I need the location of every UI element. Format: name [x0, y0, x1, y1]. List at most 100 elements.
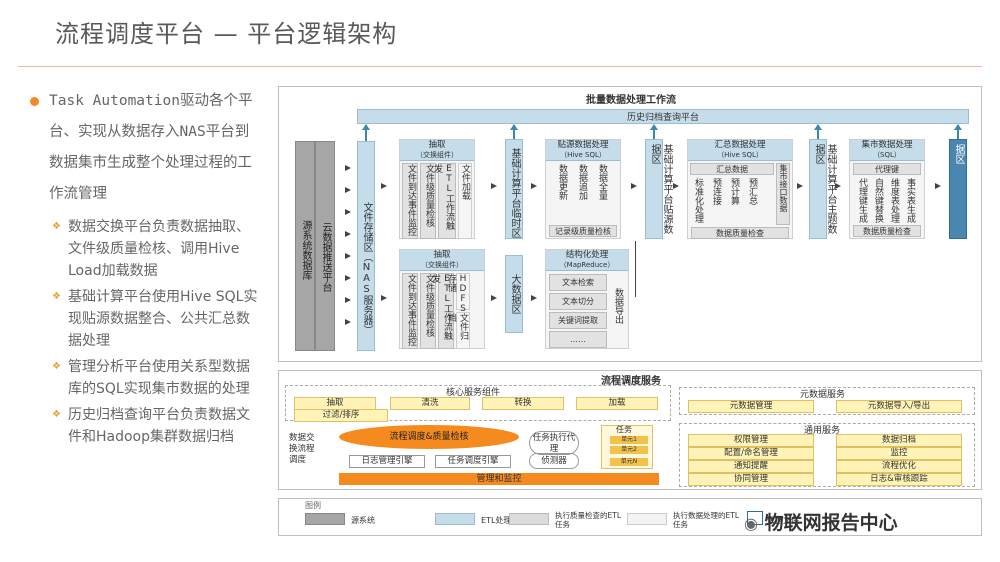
bullet-dot-icon: [30, 97, 39, 106]
mart-box: 集市数据处理（SQL） 代理键 代理键生成 自然键替换 维度表处理 事实表生成 …: [849, 139, 925, 239]
extract-1-col: 文件到达事件监控: [402, 163, 418, 239]
topic-area-label: 基础计算平台主题数据区: [813, 144, 836, 234]
arrow-right-icon: [345, 231, 351, 237]
sub-bullet-text: 历史归档查询平台负责数据文件和Hadoop集群数据归档: [68, 407, 250, 445]
up-arrow-icon: [954, 124, 962, 139]
arrow-right-icon: [935, 183, 941, 189]
struct-side: 数据导出: [613, 288, 623, 324]
legend-swatch: [627, 513, 667, 525]
core-item: 加载: [576, 397, 658, 410]
tasks-box: 任务 单元1 单元2 单元N: [601, 425, 653, 469]
exec-agent: 任务执行代理: [529, 431, 579, 455]
batch-title: 批量数据处理工作流: [586, 95, 676, 106]
legend-label: 执行质量检查的ETL任务: [555, 511, 621, 529]
nas-label: 文件存储区（NAS服务器）: [361, 202, 372, 335]
mart-foot: 数据质量检查: [853, 225, 921, 237]
arrow-right-icon: [381, 295, 387, 301]
sub-bullet: ❖基础计算平台使用Hive SQL实现贴源数据整合、公共汇总数据处理: [52, 286, 260, 352]
legend-swatch: [509, 513, 549, 525]
batch-workflow-panel: 批量数据处理工作流 历史归档查询平台 源系统数据库 云数据推送平台 文件存储区（…: [278, 86, 982, 362]
struct-box: 结构化处理（MapReduce） 文本检索 文本切分 关键词提取 …… 数据导出: [545, 249, 629, 349]
meta-title: 元数据服务: [800, 390, 846, 400]
common-item: 数据归档: [836, 434, 962, 447]
task-engine: 任务调度引擎: [435, 455, 511, 468]
sched-title: 流程调度服务: [601, 376, 661, 387]
summary-col: 预计算: [729, 178, 739, 205]
legend-label: ETL处理流程: [481, 516, 528, 525]
common-item: 流程优化: [836, 460, 962, 473]
extract-2-col: HDFS存储: [446, 273, 470, 314]
core-item: 过滤/排序: [294, 409, 388, 422]
summary-top: 汇总数据: [690, 163, 774, 175]
extract-1-head: 抽取（交换组件）: [400, 140, 474, 161]
up-arrow-icon: [510, 124, 518, 139]
legend: 图例 源系统 ETL处理流程 执行质量检查的ETL任务 执行数据处理的ETL任务…: [278, 498, 982, 536]
task-unit: 单元N: [610, 458, 648, 466]
mart-data-area: 管理分析平台集市数据区: [949, 139, 976, 239]
summary-col: 预连接: [711, 178, 721, 205]
diamond-icon: ❖: [52, 221, 61, 232]
bigdata-label: 大数据区: [509, 274, 520, 314]
bigdata-area: 大数据区: [505, 255, 523, 333]
arrow-right-icon: [531, 295, 537, 301]
common-item: 日志&审核跟踪: [836, 473, 962, 486]
paste-col: 数据更新: [557, 164, 567, 200]
extract-1-col: ETL工作流触发: [432, 163, 456, 239]
task-unit: 单元2: [610, 446, 648, 454]
title-divider: [18, 66, 982, 67]
meta-item: 元数据管理: [688, 400, 814, 413]
summary-side: 集市接口数据: [776, 163, 790, 225]
extract-2-col: 文件级质量检核: [420, 273, 436, 349]
sub-bullet: ❖管理分析平台使用关系型数据库的SQL实现集市数据的处理: [52, 356, 260, 400]
arrow-right-icon: [797, 183, 803, 189]
arrow-right-icon: [631, 183, 637, 189]
extract-2-head: 抽取（交换组件）: [400, 250, 484, 271]
diamond-icon: ❖: [52, 291, 61, 302]
archive-bar: 历史归档查询平台: [357, 109, 969, 124]
source-db-label: 源系统数据库: [300, 220, 311, 280]
watermark: ◉ 物联网报告中心: [744, 508, 898, 535]
common-item: 配置/命名管理: [688, 447, 814, 460]
legend-label: 执行数据处理的ETL任务: [673, 511, 739, 529]
common-item: 通知提醒: [688, 460, 814, 473]
arrow-right-icon: [345, 297, 351, 303]
meta-services: 元数据服务 元数据管理 元数据导入/导出: [679, 387, 975, 415]
page-title: 流程调度平台 — 平台逻辑架构: [55, 20, 398, 48]
legend-swatch: [305, 513, 345, 525]
mgmt-bar: 管理和监控: [339, 473, 659, 485]
mart-data-area-label: 管理分析平台集市数据区: [953, 144, 976, 234]
mart-col: 维度表处理: [889, 178, 899, 223]
struct-item: 关键词提取: [549, 312, 607, 329]
arrow-right-icon: [345, 319, 351, 325]
mart-col: 事实表生成: [905, 178, 915, 223]
summary-col: 预汇总: [747, 178, 757, 205]
legend-title: 图例: [305, 501, 321, 510]
nas-store: 文件存储区（NAS服务器）: [357, 141, 375, 351]
legend-label: 源系统: [351, 516, 375, 525]
struct-head: 结构化处理（MapReduce）: [546, 250, 628, 271]
connector-line: [635, 241, 636, 297]
paste-col: 数据追加: [577, 164, 587, 200]
common-services: 通用服务 权限管理 数据归档 配置/命名管理 监控 通知提醒 流程优化 协同管理…: [679, 423, 975, 487]
cloud-push-label: 云数据推送平台: [320, 222, 331, 292]
arrow-right-icon: [491, 183, 497, 189]
cloud-push: 云数据推送平台: [315, 141, 335, 351]
struct-item: ……: [549, 331, 607, 348]
diamond-icon: ❖: [52, 361, 61, 372]
sub-bullet: ❖历史归档查询平台负责数据文件和Hadoop集群数据归档: [52, 404, 260, 448]
extract-2-col: ETL工作流触发: [430, 273, 454, 349]
legend-swatch: [435, 513, 475, 525]
temp-area: 基础计算平台临时区: [505, 139, 523, 239]
arrow-right-icon: [345, 275, 351, 281]
exchange-sched-label: 数据交换流程调度: [289, 433, 315, 465]
core-item: 转换: [482, 397, 564, 410]
arrow-right-icon: [345, 253, 351, 259]
source-data-area-label: 基础计算平台贴源数据区: [649, 144, 672, 234]
lead-text: Task Automation驱动各个平台、实现从数据存入NAS平台到数据集市生…: [49, 93, 253, 202]
summary-head: 汇总数据处理（Hive SQL）: [688, 140, 792, 161]
mart-col: 代理键生成: [857, 178, 867, 223]
mart-col: 自然键替换: [873, 178, 883, 223]
arrow-right-icon: [345, 209, 351, 215]
extract-box-1: 抽取（交换组件） 文件到达事件监控 文件级质量检核 ETL工作流触发 文件加载: [399, 139, 475, 239]
watermark-text: 物联网报告中心: [764, 512, 898, 534]
